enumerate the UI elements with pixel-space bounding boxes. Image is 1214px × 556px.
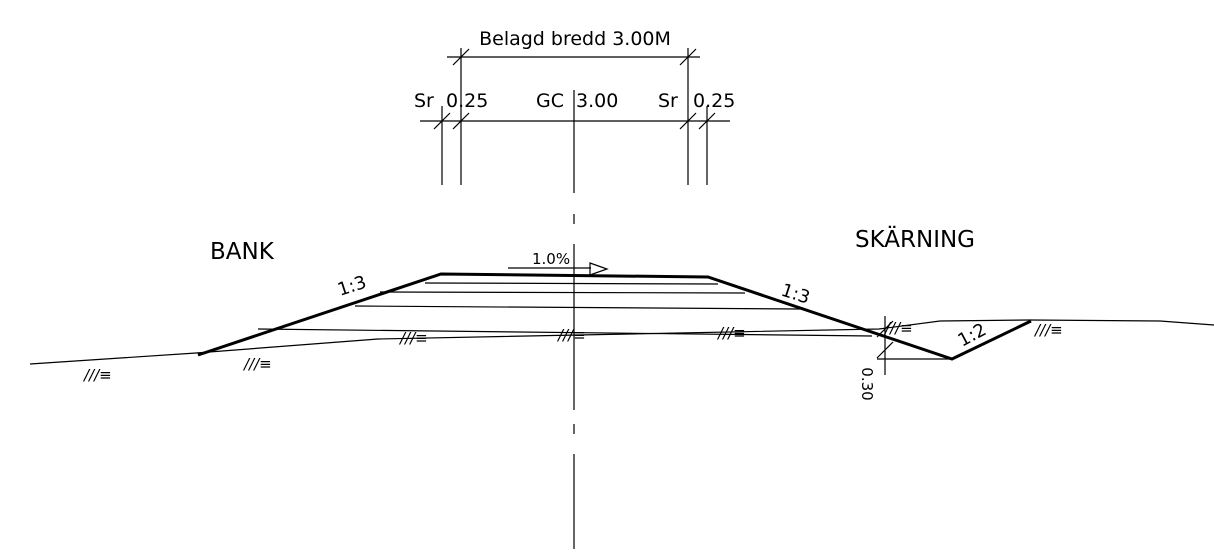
road-embankment-outline: [197, 272, 1032, 361]
paved-width-label: Belagd bredd 3.00M: [479, 28, 671, 50]
cutting-label: SKÄRNING: [855, 225, 975, 253]
existing-ground-line: [29, 319, 1214, 365]
sr-value-right: 0.25: [693, 90, 735, 112]
slope-right-label: 1:3: [778, 280, 812, 309]
hatch-symbol: ///≡: [398, 329, 428, 347]
slope-left-label: 1:3: [335, 272, 369, 301]
ditch-slope-label: 1:2: [954, 319, 989, 351]
crossfall-arrow: 1.0%: [508, 250, 609, 276]
hatch-symbol: ///≡: [883, 319, 913, 337]
crossfall-label: 1.0%: [532, 250, 570, 268]
bank-label: BANK: [210, 239, 275, 265]
hatch-symbol: ///≡: [1033, 321, 1063, 339]
sr-value-left: 0.25: [446, 90, 488, 112]
hatch-symbol: ///≡: [556, 326, 586, 344]
gc-label: GC: [536, 90, 564, 112]
sr-label-left: Sr: [414, 90, 434, 112]
sr-label-right: Sr: [658, 90, 678, 112]
paved-width-dimension: Belagd bredd 3.00M: [447, 28, 700, 121]
hatch-symbol: ///≡: [82, 366, 112, 384]
pavement-layers: [257, 282, 873, 337]
gc-value: 3.00: [576, 90, 618, 112]
ditch-depth-dimension: 0.30: [858, 316, 894, 401]
lane-dimensions: Sr 0.25 GC 3.00 Sr 0.25: [414, 90, 735, 185]
ground-hatch-symbols: ///≡ ///≡ ///≡ ///≡ ///≡ ///≡ ///≡: [82, 319, 1063, 384]
hatch-symbol: ///≡: [716, 324, 746, 342]
hatch-symbol: ///≡: [242, 355, 272, 373]
ditch-depth-label: 0.30: [858, 367, 876, 400]
